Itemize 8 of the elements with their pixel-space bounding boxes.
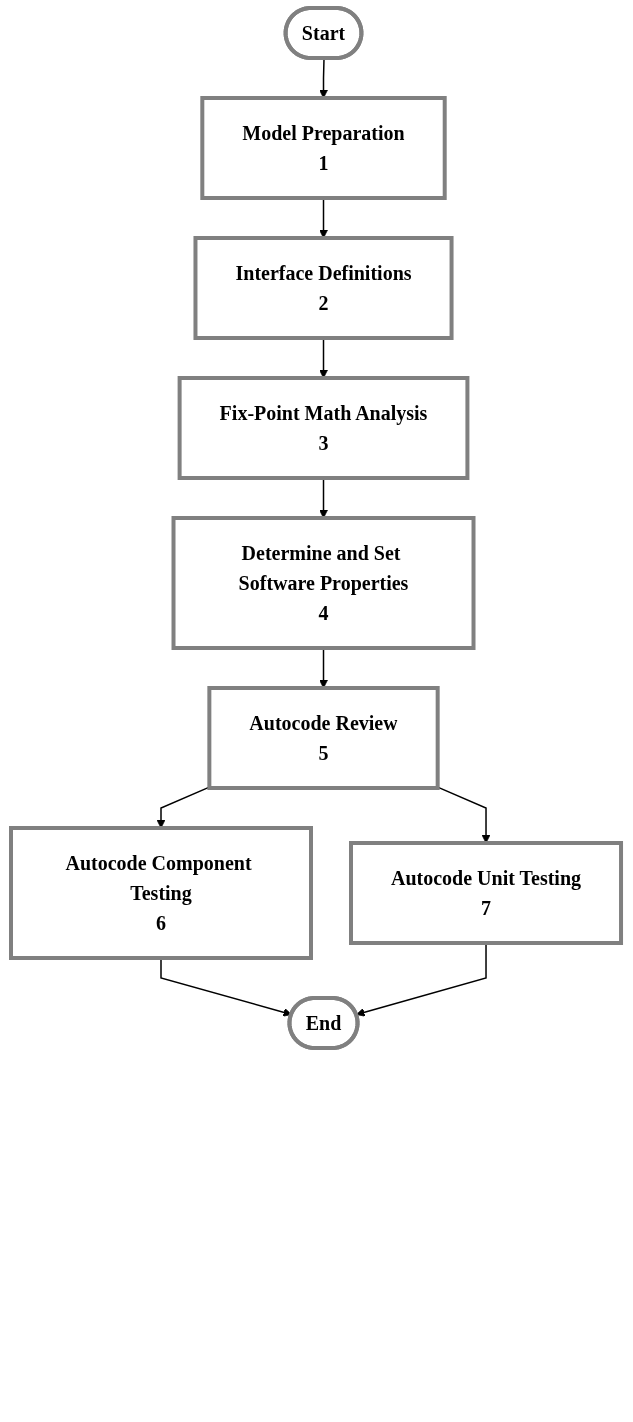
node-box: Autocode Unit Testing 7: [349, 841, 624, 945]
arrow: [437, 786, 491, 844]
node-box: Fix-Point Math Analysis 3: [178, 376, 470, 480]
node-box: Interface Definitions 2: [193, 236, 455, 340]
node-box: Determine and Set Software Properties 4: [172, 516, 476, 650]
node-box: Model Preparation 1: [200, 96, 448, 200]
node-box: Autocode Review 5: [207, 686, 441, 790]
node-box: Autocode Component Testing 6: [9, 826, 314, 960]
